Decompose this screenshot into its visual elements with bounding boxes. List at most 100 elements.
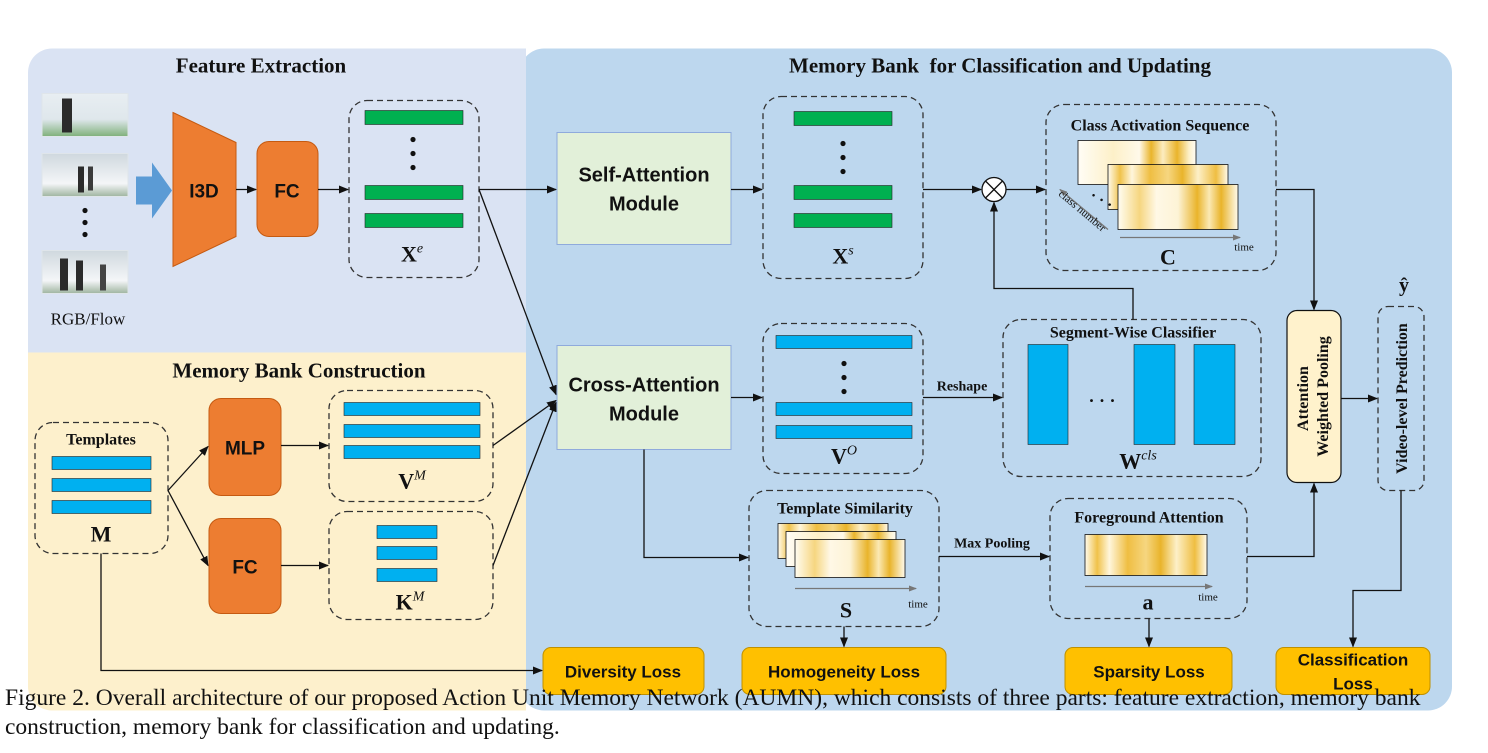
arrow-km-to-cross-attention [492,401,557,566]
fc-top-label: FC [274,182,300,203]
xs-symbol: Xs [832,244,854,269]
input-frame-3-figure2 [76,260,83,291]
km-bar-2 [376,546,438,560]
input-frame-3 [41,250,129,294]
class-activation-title: Class Activation Sequence [1071,118,1250,135]
xs-feature-3 [793,213,893,228]
arrow-templates-to-mlp [167,445,209,491]
i3d-label: I3D [189,182,219,203]
vo-feature-2 [775,402,913,416]
memory-bank-construction-title: Memory Bank Construction [172,359,425,383]
feature-extraction-bg-fill [502,48,526,353]
s-symbol: S [840,598,852,623]
vm-bar-3 [343,445,481,459]
similarity-time-label: time [908,599,928,611]
vm-box [328,389,494,503]
cas-time-label: time [1234,242,1254,254]
cross-attention-module [556,345,732,450]
classifier-column-2 [1133,344,1176,445]
xs-box [762,95,924,280]
xe-dot-2 [410,150,416,157]
vm-bar-2 [343,424,481,438]
m-symbol: M [91,522,112,547]
input-frame-1 [41,93,129,137]
mlp-label: MLP [225,439,265,460]
template-bar-2 [51,478,152,492]
arrow-cas-to-pooling [1276,188,1318,311]
classification-loss-block [1275,647,1431,695]
diversity-loss-label: Diversity Loss [565,663,681,682]
xe-feature-1 [364,110,464,125]
segment-classifier-box [1002,318,1262,478]
homogeneity-loss-label: Homogeneity Loss [768,663,920,682]
frame-dot-2 [82,219,88,226]
frame-dot-1 [82,207,88,214]
foreground-time-label: time [1198,592,1218,604]
template-similarity-title: Template Similarity [777,501,913,518]
vo-symbol: VO [831,444,857,469]
arrow-vm-to-cross-attention [492,399,557,447]
i3d-block [172,111,237,268]
vo-box [762,322,924,475]
vm-symbol: VM [398,469,427,494]
cross-attention-label-1: Cross-Attention [568,375,719,397]
arrow-templates-to-fc [167,490,209,567]
vo-feature-3 [775,425,913,439]
input-frame-3-figure3 [100,264,106,291]
classification-loss-label-1: Classification [1298,651,1409,670]
xs-feature-1 [793,111,893,126]
cross-attention-label-2: Module [609,404,679,426]
wcls-symbol: Wcls [1119,449,1157,474]
arrow-templates-to-diversity [100,553,543,675]
feature-extraction-bg-fill2 [28,328,68,353]
xe-dot-3 [410,164,416,171]
input-frames [41,93,129,294]
input-frame-1-figure [62,98,72,133]
input-frame-2-figure2 [88,166,93,191]
sparsity-loss-label: Sparsity Loss [1093,663,1205,682]
figure-caption: Figure 2. Overall architecture of our pr… [5,685,1421,740]
arrow-classifier-to-multiply [990,201,1134,320]
km-symbol: KM [396,590,426,615]
xe-dot-1 [410,136,416,143]
mlp-block [208,398,282,496]
arrow-prediction-to-classification-loss [1349,490,1402,648]
input-arrow-icon [136,162,172,219]
sparsity-loss-block [1064,647,1233,695]
xs-dot-3 [840,168,846,175]
fc-bottom-label: FC [232,558,258,579]
similarity-map-3 [794,539,906,578]
arrow-cross-attention-to-similarity [643,449,749,562]
classifier-column-3 [1193,344,1236,445]
max-pooling-label: Max Pooling [954,537,1030,552]
vm-bar-1 [343,402,481,416]
vo-feature-1 [775,335,913,349]
templates-label: Templates [66,432,136,449]
vo-dot-3 [841,388,847,395]
km-bar-3 [376,568,438,582]
self-attention-module [556,132,732,245]
cas-map-3 [1117,184,1239,230]
input-frame-2 [41,153,129,197]
diversity-loss-block [542,647,705,695]
foreground-attention-map [1084,534,1208,576]
km-bar-1 [376,525,438,539]
rgb-flow-label: RGB/Flow [51,310,126,329]
classification-loss-label-2: Loss [1333,675,1373,694]
xe-symbol: Xe [401,242,423,267]
templates-box [34,421,169,555]
xs-dot-1 [840,140,846,147]
input-frame-2-figure [78,166,84,193]
video-prediction-label: Video-level Prediction [1394,323,1411,474]
classifier-column-1 [1027,344,1069,445]
arrow-xe-to-cross-attention [478,189,557,396]
frame-dot-3 [82,231,88,238]
xe-feature-2 [364,185,464,200]
homogeneity-loss-block [741,647,947,695]
template-similarity-box [748,489,940,628]
reshape-label: Reshape [937,380,988,395]
vo-dot-2 [841,374,847,381]
memory-bank-construction-bg-fill2 [490,352,526,711]
a-symbol: a [1143,590,1154,615]
